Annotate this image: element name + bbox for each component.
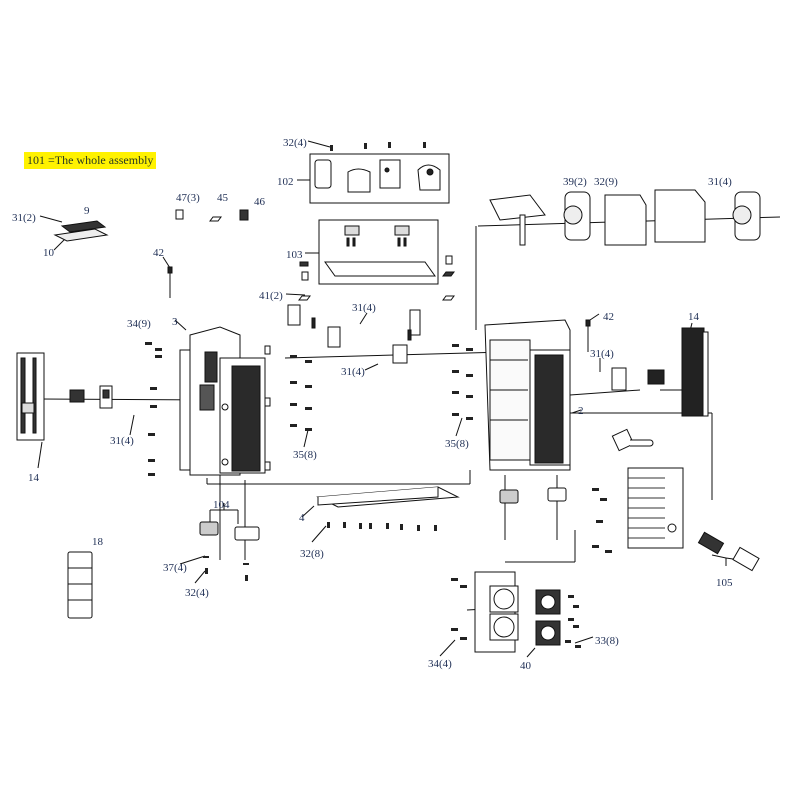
part-102-covers (314, 159, 441, 193)
screws-34-35 (145, 342, 473, 476)
callout-18: 18 (92, 536, 103, 548)
callout-14-right: 14 (688, 311, 699, 323)
callout-32-4-top: 32(4) (283, 137, 307, 149)
middle-brackets (287, 304, 421, 364)
callout-31-2: 31(2) (12, 212, 36, 224)
callout-31-4-mid: 31(4) (341, 366, 365, 378)
callout-32-4-bottom: 32(4) (185, 587, 209, 599)
callout-35-8-left: 35(8) (293, 449, 317, 461)
legend-highlight: 101 =The whole assembly (24, 152, 157, 169)
callout-37-4: 37(4) (163, 562, 187, 574)
callout-32-8: 32(8) (300, 548, 324, 560)
part-3-main-housing (179, 326, 271, 476)
part-105-cable-gland (697, 531, 760, 572)
screws-32-4 (330, 142, 426, 151)
callout-105: 105 (716, 577, 733, 589)
callout-2: 2 (578, 405, 584, 417)
part-18-filter (67, 551, 93, 619)
callout-4: 4 (299, 512, 305, 524)
callout-33-8: 33(8) (595, 635, 619, 647)
callout-34-4: 34(4) (428, 658, 452, 670)
callout-10: 10 (43, 247, 54, 259)
callout-46: 46 (254, 196, 265, 208)
callout-31-4-mid-top: 31(4) (352, 302, 376, 314)
callout-32-9: 32(9) (594, 176, 618, 188)
part-14-left-panel (16, 352, 45, 441)
part-4-base-plate (316, 486, 460, 508)
callout-47-3: 47(3) (176, 192, 200, 204)
callout-102: 102 (277, 176, 294, 188)
callout-40: 40 (520, 660, 531, 672)
callout-9: 9 (84, 205, 90, 217)
part-103-tray (324, 225, 436, 277)
callout-39-2: 39(2) (563, 176, 587, 188)
callout-34-9: 34(9) (127, 318, 151, 330)
callout-35-8-right: 35(8) (445, 438, 469, 450)
callout-45: 45 (217, 192, 228, 204)
callout-42-right: 42 (603, 311, 614, 323)
callout-103: 103 (286, 249, 303, 261)
callout-41-2: 41(2) (259, 290, 283, 302)
group-box-102 (309, 153, 450, 204)
callout-31-4-left: 31(4) (110, 435, 134, 447)
screws-33-34 (451, 488, 612, 648)
part-14-right-panel (681, 327, 709, 417)
screws-32-8 (327, 522, 437, 531)
callout-31-4-right: 31(4) (590, 348, 614, 360)
left-connector-parts (69, 385, 113, 409)
part-2-right-housing (484, 319, 571, 471)
callout-14-left: 14 (28, 472, 39, 484)
right-connector-parts (611, 367, 665, 391)
top-right-assembly (489, 189, 761, 246)
group-box-103 (318, 219, 439, 285)
part-40-fan-box (474, 571, 561, 653)
screws-37-32-bottom (203, 556, 249, 581)
legend-text: 101 =The whole assembly (27, 153, 154, 167)
part-9-10 (53, 220, 109, 242)
small-parts (167, 209, 591, 352)
callout-42-left: 42 (153, 247, 164, 259)
callout-31-4-top-right: 31(4) (708, 176, 732, 188)
callout-104: 104 (213, 499, 230, 511)
heatsink-assembly (611, 428, 684, 549)
part-104-feet (199, 487, 567, 541)
callout-3: 3 (172, 316, 178, 328)
